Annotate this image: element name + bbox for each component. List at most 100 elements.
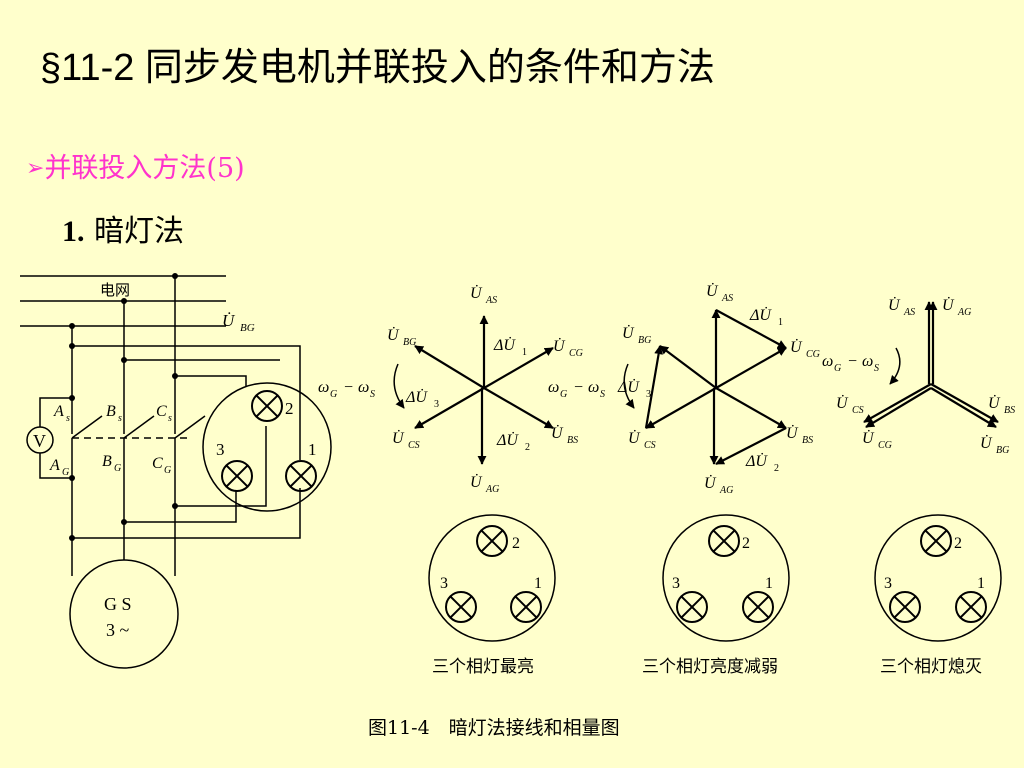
- svg-text:AS: AS: [485, 295, 497, 306]
- svg-text:A: A: [49, 457, 60, 474]
- generator-label-1: G S: [104, 594, 132, 614]
- lamp-ring-state-3: 2 3 1: [874, 514, 1002, 642]
- svg-text:CG: CG: [878, 440, 892, 451]
- svg-text:ω: ω: [318, 379, 329, 396]
- svg-text:BS: BS: [1004, 405, 1015, 416]
- svg-text:BG: BG: [240, 322, 255, 334]
- svg-text:1: 1: [765, 575, 773, 592]
- svg-text:U̇: U̇: [980, 435, 993, 452]
- lamp-ring: [202, 382, 332, 512]
- svg-text:G: G: [114, 463, 121, 474]
- svg-text:ΔU̇: ΔU̇: [496, 432, 519, 449]
- svg-text:CG: CG: [569, 348, 583, 359]
- svg-text:U̇: U̇: [622, 325, 635, 342]
- svg-text:1: 1: [977, 575, 985, 592]
- svg-text:ω: ω: [548, 379, 559, 396]
- lamp-ring-state-1: 2 3 1: [428, 514, 556, 642]
- svg-text:3: 3: [646, 389, 651, 400]
- svg-text:ΔU̇: ΔU̇: [617, 379, 640, 396]
- svg-text:ω: ω: [822, 353, 833, 370]
- svg-text:U̇: U̇: [704, 475, 717, 492]
- svg-text:G: G: [560, 389, 567, 400]
- bullet-arrow-icon: ➢: [26, 156, 45, 181]
- lamp-caption-3: 三个相灯熄灭: [880, 657, 982, 677]
- svg-text:BG: BG: [996, 445, 1009, 456]
- svg-text:C: C: [156, 403, 167, 420]
- svg-text:BG: BG: [638, 335, 651, 346]
- generator: [69, 559, 179, 669]
- lamp-ring-state-2: 2 3 1: [662, 514, 790, 642]
- svg-text:2: 2: [954, 535, 962, 552]
- svg-text:3: 3: [672, 575, 680, 592]
- svg-text:2: 2: [525, 442, 530, 453]
- lamp-caption-1: 三个相灯最亮: [432, 657, 534, 677]
- grid-phasor-label-ubg: U̇ BG: [222, 311, 255, 334]
- voltmeter-label: V: [33, 431, 46, 451]
- bullet-text: 并联投入方法(5): [44, 153, 245, 184]
- svg-text:U̇: U̇: [222, 311, 236, 330]
- svg-text:s: s: [66, 413, 70, 424]
- generator-label-2: 3 ~: [106, 620, 130, 640]
- svg-text:U̇: U̇: [836, 395, 849, 412]
- svg-text:−: −: [574, 379, 583, 396]
- svg-text:U̇: U̇: [988, 395, 1001, 412]
- svg-text:G: G: [164, 465, 171, 476]
- svg-text:BS: BS: [802, 435, 813, 446]
- lamp-number-2: 2: [285, 399, 294, 418]
- svg-text:B: B: [106, 403, 116, 420]
- svg-text:AS: AS: [721, 293, 733, 304]
- svg-text:ΔU̇: ΔU̇: [405, 389, 428, 406]
- svg-text:S: S: [600, 389, 605, 400]
- svg-text:1: 1: [522, 347, 527, 358]
- svg-text:U̇: U̇: [786, 425, 799, 442]
- svg-text:G: G: [62, 467, 69, 478]
- svg-text:s: s: [118, 413, 122, 424]
- svg-text:U̇: U̇: [628, 430, 641, 447]
- svg-text:S: S: [370, 389, 375, 400]
- lamp-3: [221, 460, 253, 492]
- circuit-junctions: [69, 273, 178, 541]
- figure-caption: 图11-4 暗灯法接线和相量图: [368, 717, 620, 739]
- lamp-number-1: 1: [308, 440, 317, 459]
- svg-text:2: 2: [512, 535, 520, 552]
- svg-text:C: C: [152, 455, 163, 472]
- lamp-caption-2: 三个相灯亮度减弱: [642, 657, 778, 677]
- svg-text:U̇: U̇: [392, 430, 405, 447]
- section-heading: 1. 暗灯法: [62, 206, 184, 250]
- svg-text:3: 3: [884, 575, 892, 592]
- svg-text:U̇: U̇: [553, 338, 566, 355]
- svg-text:ω: ω: [358, 379, 369, 396]
- grid-label: 电网: [100, 281, 130, 299]
- svg-text:S: S: [874, 363, 879, 374]
- svg-text:ω: ω: [862, 353, 873, 370]
- svg-text:ω: ω: [588, 379, 599, 396]
- svg-text:U̇: U̇: [942, 297, 955, 314]
- svg-text:A: A: [53, 403, 64, 420]
- lamp-1: [285, 460, 317, 492]
- section-text: 暗灯法: [94, 214, 185, 249]
- svg-text:B: B: [102, 453, 112, 470]
- svg-text:3: 3: [440, 575, 448, 592]
- svg-text:BG: BG: [403, 337, 416, 348]
- svg-text:G: G: [330, 389, 337, 400]
- svg-text:1: 1: [778, 317, 783, 328]
- svg-text:U̇: U̇: [470, 285, 483, 302]
- svg-text:U̇: U̇: [888, 297, 901, 314]
- svg-text:ΔU̇: ΔU̇: [745, 453, 768, 470]
- svg-text:CS: CS: [644, 440, 656, 451]
- svg-text:s: s: [168, 413, 172, 424]
- svg-text:2: 2: [774, 463, 779, 474]
- svg-text:U̇: U̇: [551, 425, 564, 442]
- svg-text:2: 2: [742, 535, 750, 552]
- phasor-diagram-1: U̇AS U̇BG U̇CG U̇CS U̇BS U̇AG ΔU̇1 ΔU̇3 …: [318, 285, 583, 495]
- svg-text:U̇: U̇: [706, 283, 719, 300]
- svg-text:U̇: U̇: [387, 327, 400, 344]
- svg-text:AG: AG: [957, 307, 971, 318]
- lamp-2: [251, 390, 283, 422]
- page-title: §11-2 同步发电机并联投入的条件和方法: [40, 47, 715, 89]
- phasor-diagram-2: U̇AS U̇BG U̇CG U̇CS U̇BS U̇AG ΔU̇1 ΔU̇3 …: [548, 283, 820, 496]
- lamp-number-3: 3: [216, 440, 225, 459]
